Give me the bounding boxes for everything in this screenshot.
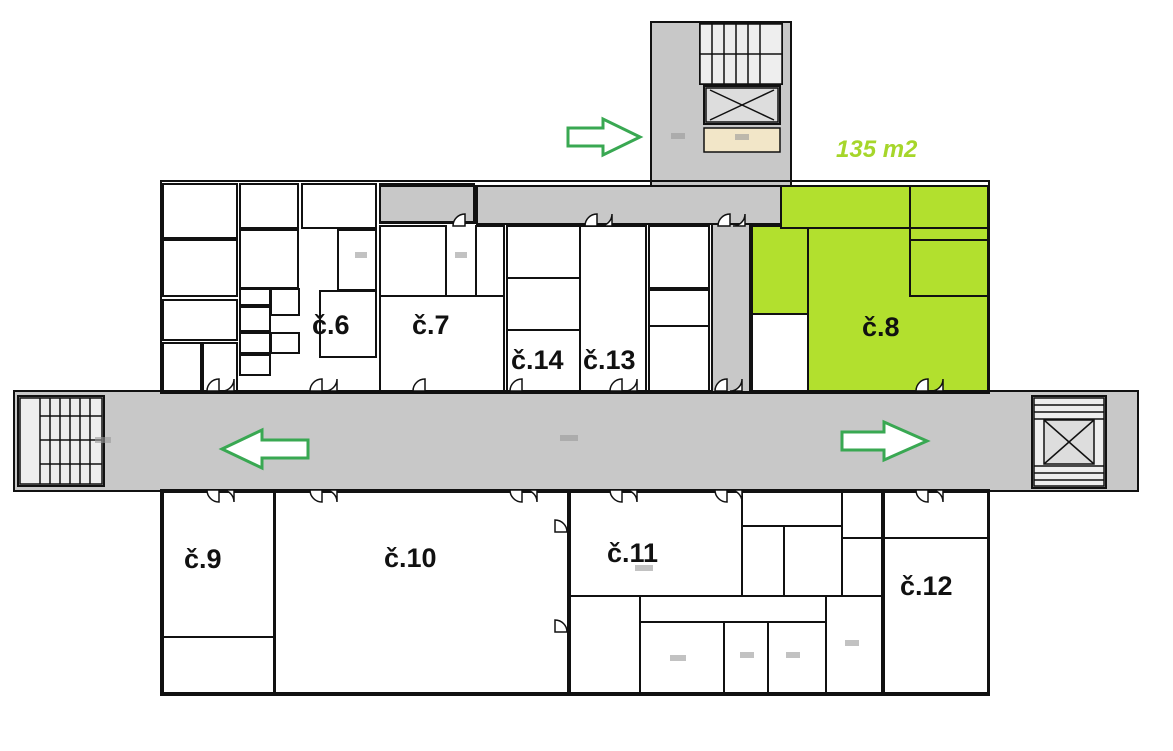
area-label: 135 m2 — [836, 136, 918, 163]
north-elevator — [703, 85, 781, 125]
room-label-13: č.13 — [583, 345, 636, 375]
east-stair-icon — [1033, 397, 1105, 487]
north-stair-icon — [699, 23, 783, 153]
room-label-14: č.14 — [511, 345, 564, 375]
east-stair-well — [1031, 395, 1107, 489]
room-labels: č.6 č.7 č.8 č.9 č.10 č.11 č.12 č.13 č.14 — [184, 310, 953, 601]
room-8-main — [807, 225, 989, 392]
room-8-north — [780, 185, 989, 229]
arrows — [218, 116, 931, 471]
arrow-to-north-wing — [566, 116, 644, 158]
room-10-walls — [274, 491, 569, 694]
room-annotations — [95, 133, 859, 661]
room-label-11: č.11 — [607, 538, 658, 568]
room-label-10: č.10 — [384, 543, 437, 573]
vertical-corridor — [711, 223, 751, 393]
room-label-9: č.9 — [184, 544, 222, 574]
link-corridor — [476, 185, 788, 225]
walls — [17, 23, 1107, 696]
room-label-7: č.7 — [412, 310, 450, 340]
highlight-area-8 — [751, 185, 989, 392]
room-8-west — [751, 225, 809, 315]
room-12-walls — [883, 537, 989, 694]
room-7-walls — [379, 295, 505, 392]
arrow-west — [218, 427, 310, 471]
stairs — [19, 23, 1105, 487]
room-label-6: č.6 — [312, 310, 350, 340]
lower-block — [160, 489, 990, 696]
west-stair-icon — [19, 397, 103, 485]
room-label-12: č.12 — [900, 571, 953, 601]
doors — [206, 213, 944, 633]
room-label-8: č.8 — [862, 312, 900, 342]
arrow-east — [840, 419, 931, 463]
